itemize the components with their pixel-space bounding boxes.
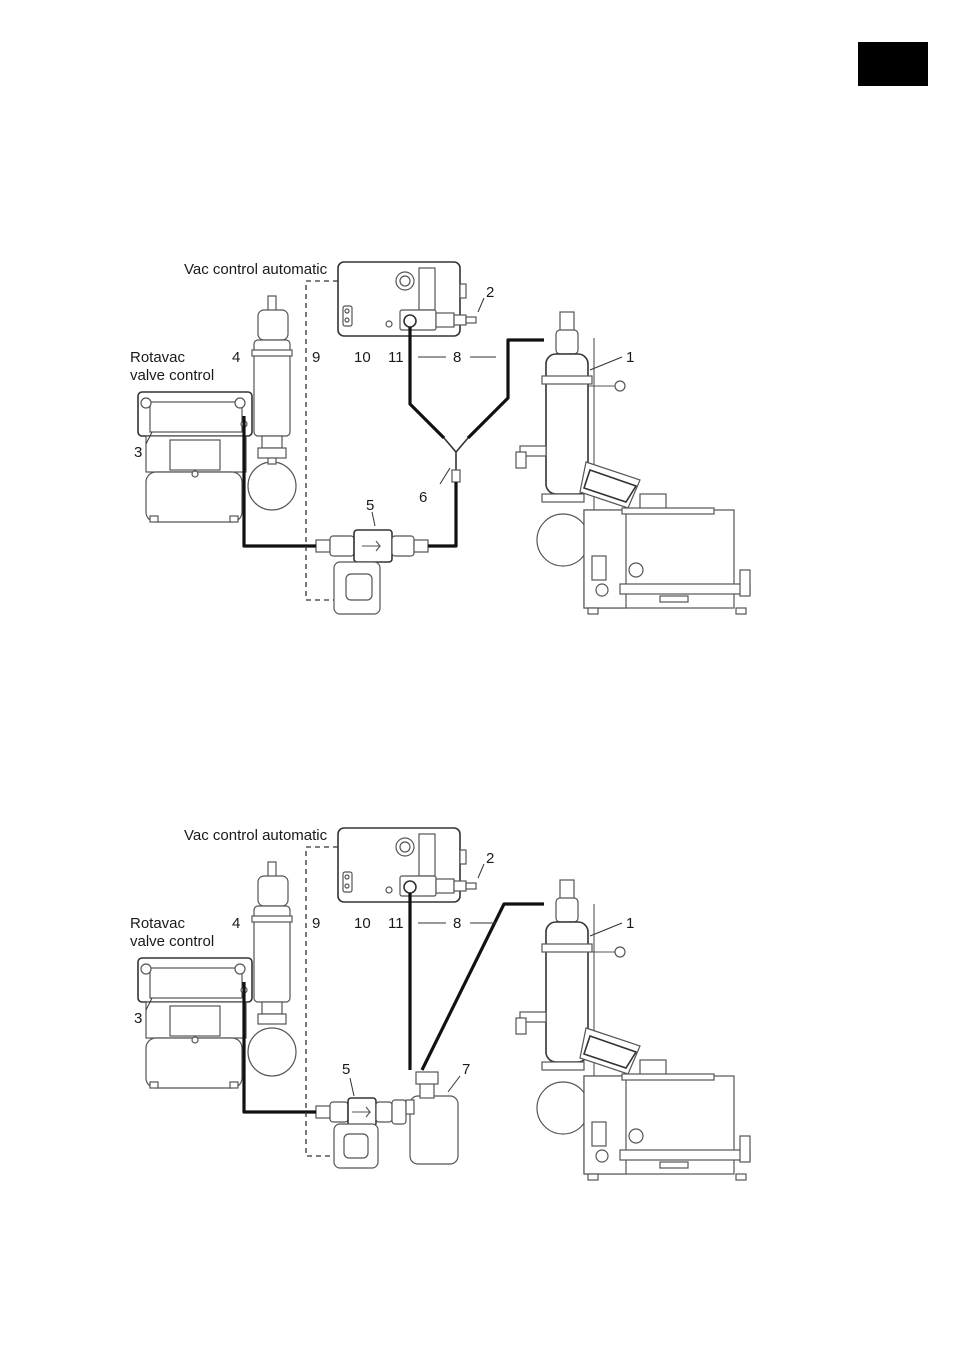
vac-control-unit: [337, 827, 477, 903]
callout-2: 2: [486, 850, 494, 867]
rotary-evaporator: [515, 879, 751, 1181]
callout-2: 2: [486, 284, 494, 301]
callout-8: 8: [453, 915, 461, 932]
valve-5-assembly: [315, 1097, 407, 1169]
control-cables: [305, 846, 338, 1157]
rotary-evaporator: [515, 311, 751, 615]
callout-6: 6: [419, 489, 427, 506]
valve-control-label-line1: Rotavac: [130, 915, 186, 932]
vac-control-title: Vac control automatic: [184, 261, 328, 278]
callout-1: 1: [626, 915, 634, 932]
vac-control-unit: [337, 261, 477, 337]
valve-control-label-line2: valve control: [130, 367, 214, 384]
y-connector: [443, 437, 469, 483]
callout-leaders: [145, 297, 623, 527]
callout-4: 4: [232, 349, 240, 366]
callout-10: 10: [354, 915, 371, 932]
condenser-with-receiving-flask: [247, 861, 297, 1077]
diagram-setup-with-woulff-bottle: Vac control automatic Rotavac valve cont…: [130, 827, 751, 1181]
callout-leaders: [145, 863, 623, 1097]
callout-11: 11: [388, 915, 404, 932]
callout-8: 8: [453, 349, 461, 366]
valve-control-label-line2: valve control: [130, 933, 214, 950]
vac-control-title: Vac control automatic: [184, 827, 328, 844]
callout-3: 3: [134, 444, 142, 461]
callout-5: 5: [366, 497, 374, 514]
control-cables: [305, 280, 338, 601]
vacuum-hoses: [242, 893, 544, 1114]
section-tab-marker: [858, 42, 928, 86]
rotavac-valve-control-unit: [137, 391, 253, 523]
valve-control-label-line1: Rotavac: [130, 349, 186, 366]
rotavac-valve-control-unit: [137, 957, 253, 1089]
callout-9: 9: [312, 349, 320, 366]
woulff-bottle: [405, 1071, 459, 1165]
callout-1: 1: [626, 349, 634, 366]
diagram-setup-with-y-connector: Vac control automatic Rotavac valve cont…: [130, 261, 751, 615]
callout-4: 4: [232, 915, 240, 932]
callout-7: 7: [462, 1061, 470, 1078]
callout-3: 3: [134, 1010, 142, 1027]
vacuum-hoses: [242, 327, 544, 548]
callout-9: 9: [312, 915, 320, 932]
callout-10: 10: [354, 349, 371, 366]
callout-5: 5: [342, 1061, 350, 1078]
valve-5-assembly: [315, 529, 429, 615]
condenser-with-receiving-flask: [247, 295, 297, 511]
callout-11: 11: [388, 349, 404, 366]
